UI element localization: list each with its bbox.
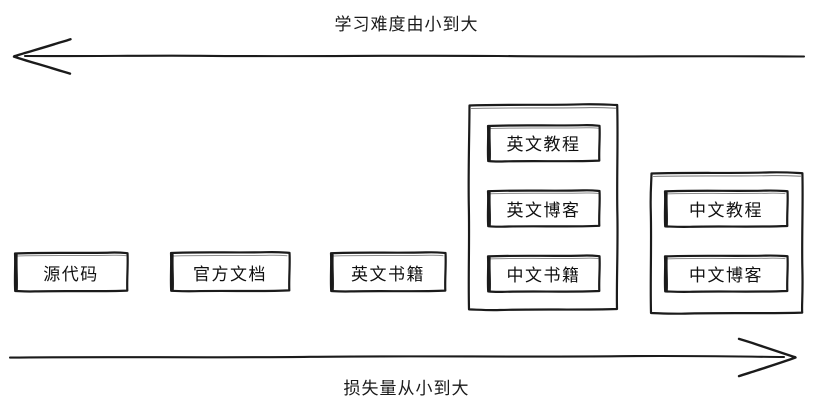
node-label: 英文书籍 (351, 264, 425, 284)
node-outline-chinese-books (486, 254, 601, 293)
node-outline-official-docs (169, 250, 291, 293)
node-label: 英文教程 (506, 135, 581, 154)
node-label: 中文博客 (689, 266, 763, 285)
node-outline-chinese-tutorial (663, 189, 789, 228)
node-chinese-books[interactable]: 中文书籍 (487, 255, 600, 292)
node-official-docs[interactable]: 官方文档 (170, 252, 290, 292)
english-group-outline (467, 103, 619, 312)
node-label: 英文博客 (506, 201, 581, 220)
node-outline-english-blog (486, 189, 601, 228)
node-chinese-blog[interactable]: 中文博客 (664, 255, 788, 292)
node-label: 中文教程 (689, 201, 763, 220)
node-english-blog[interactable]: 英文博客 (487, 190, 600, 227)
bottom-axis-label: 损失量从小到大 (343, 379, 470, 398)
node-label: 源代码 (43, 264, 99, 284)
node-outline-english-tutorial (486, 124, 601, 163)
node-chinese-tutorial[interactable]: 中文教程 (664, 190, 788, 227)
top-axis-label: 学习难度由小到大 (334, 15, 479, 34)
node-outline-source-code (13, 251, 129, 293)
node-english-tutorial[interactable]: 英文教程 (487, 124, 600, 161)
node-outline-chinese-blog (663, 254, 789, 293)
node-english-books[interactable]: 英文书籍 (330, 252, 446, 292)
node-label: 中文书籍 (506, 266, 581, 285)
chinese-group-outline (649, 171, 804, 315)
node-outline-english-books (329, 251, 447, 293)
node-source-code[interactable]: 源代码 (14, 252, 128, 292)
information-loss-arrow (8, 337, 797, 378)
node-label: 官方文档 (193, 264, 267, 284)
learning-difficulty-arrow (12, 38, 806, 75)
